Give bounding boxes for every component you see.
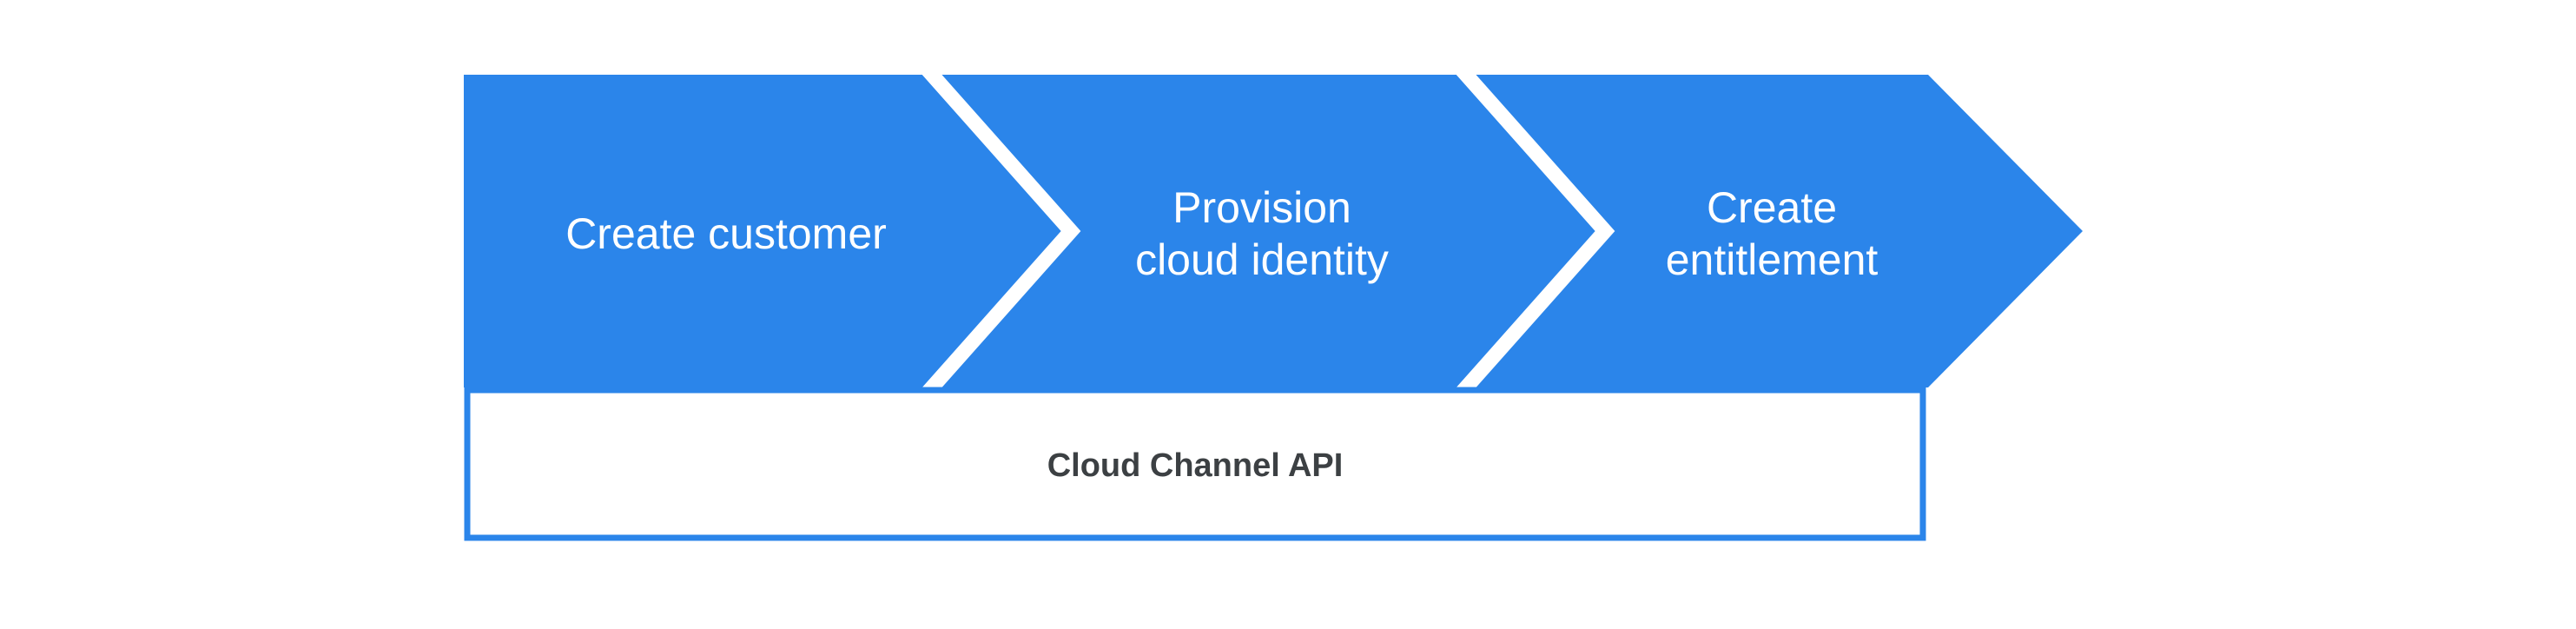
api-box [464,387,1926,541]
chevron-separator-2 [1440,75,1615,387]
step-label-entitlement-line1: Create [1707,183,1837,232]
step-label-entitlement-line2: entitlement [1666,235,1879,284]
api-box-label: Cloud Channel API [1047,447,1344,484]
step-label-provision-line2: cloud identity [1135,235,1389,284]
step-label-create-customer: Create customer [565,209,887,258]
step-label-provision-line1: Provision [1172,183,1351,232]
process-arrow-shape [464,75,2083,387]
chevron-separator-1 [906,75,1081,387]
